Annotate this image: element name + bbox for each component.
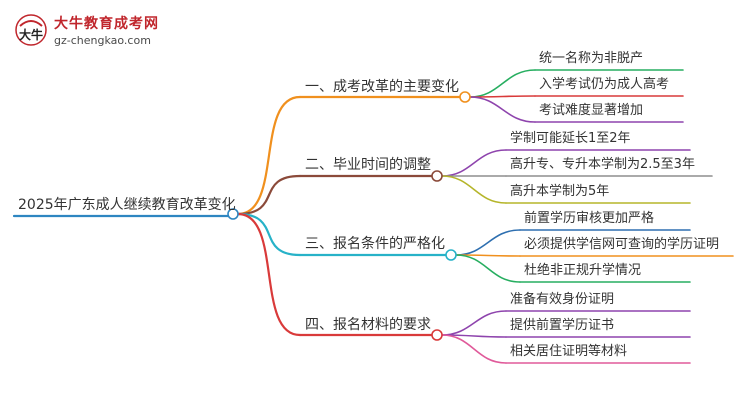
leaf-topic: 前置学历审核更加严格 (524, 211, 655, 226)
leaf-connector (441, 334, 507, 364)
leaf-topic: 高升本学制为5年 (510, 184, 610, 199)
branch-connector (236, 212, 302, 337)
leaf-topic: 相关居住证明等材料 (510, 344, 628, 359)
leaf-connector (455, 254, 521, 283)
branch-topic-2: 二、毕业时间的调整 (305, 157, 431, 173)
branch-topic-4: 四、报名材料的要求 (305, 317, 431, 333)
branch-node-dot (459, 91, 471, 103)
branch-connector (236, 212, 302, 257)
leaf-topic: 统一名称为非脱产 (539, 51, 644, 66)
branch-node-dot (431, 170, 443, 182)
site-logo[interactable]: 大牛 大牛教育成考网 gz-chengkao.com (14, 12, 194, 52)
leaf-connector (441, 175, 507, 204)
branch-node-dot (445, 249, 457, 261)
leaf-connector (469, 69, 536, 98)
branch-topic-1: 一、成考改革的主要变化 (305, 79, 459, 95)
leaf-topic: 考试难度显著增加 (539, 103, 644, 118)
branch-topic-3: 三、报名条件的严格化 (305, 236, 445, 252)
logo-url: gz-chengkao.com (54, 34, 151, 47)
branch-node-dot (431, 329, 443, 341)
logo-mark-icon: 大牛 (15, 14, 47, 46)
leaf-connector (455, 229, 521, 256)
leaf-topic: 杜绝非正规升学情况 (524, 263, 642, 278)
root-topic: 2025年广东成人继续教育改革变化 (18, 197, 236, 213)
leaf-connector (469, 96, 536, 123)
leaf-connector (441, 310, 507, 336)
leaf-topic: 必须提供学信网可查询的学历证明 (524, 237, 720, 252)
logo-title: 大牛教育成考网 (54, 16, 159, 32)
leaf-topic: 高升专、专升本学制为2.5至3年 (510, 157, 695, 172)
leaf-topic: 提供前置学历证书 (510, 318, 615, 333)
leaf-topic: 入学考试仍为成人高考 (539, 77, 670, 92)
leaf-topic: 学制可能延长1至2年 (510, 131, 631, 146)
logo-mark-text: 大牛 (19, 27, 43, 42)
branch-connector (236, 95, 302, 216)
root-node-dot (227, 208, 239, 220)
branch-connector (236, 174, 302, 216)
leaf-topic: 准备有效身份证明 (510, 292, 615, 307)
leaf-connector (441, 149, 507, 177)
leaf-connector (469, 95, 536, 98)
